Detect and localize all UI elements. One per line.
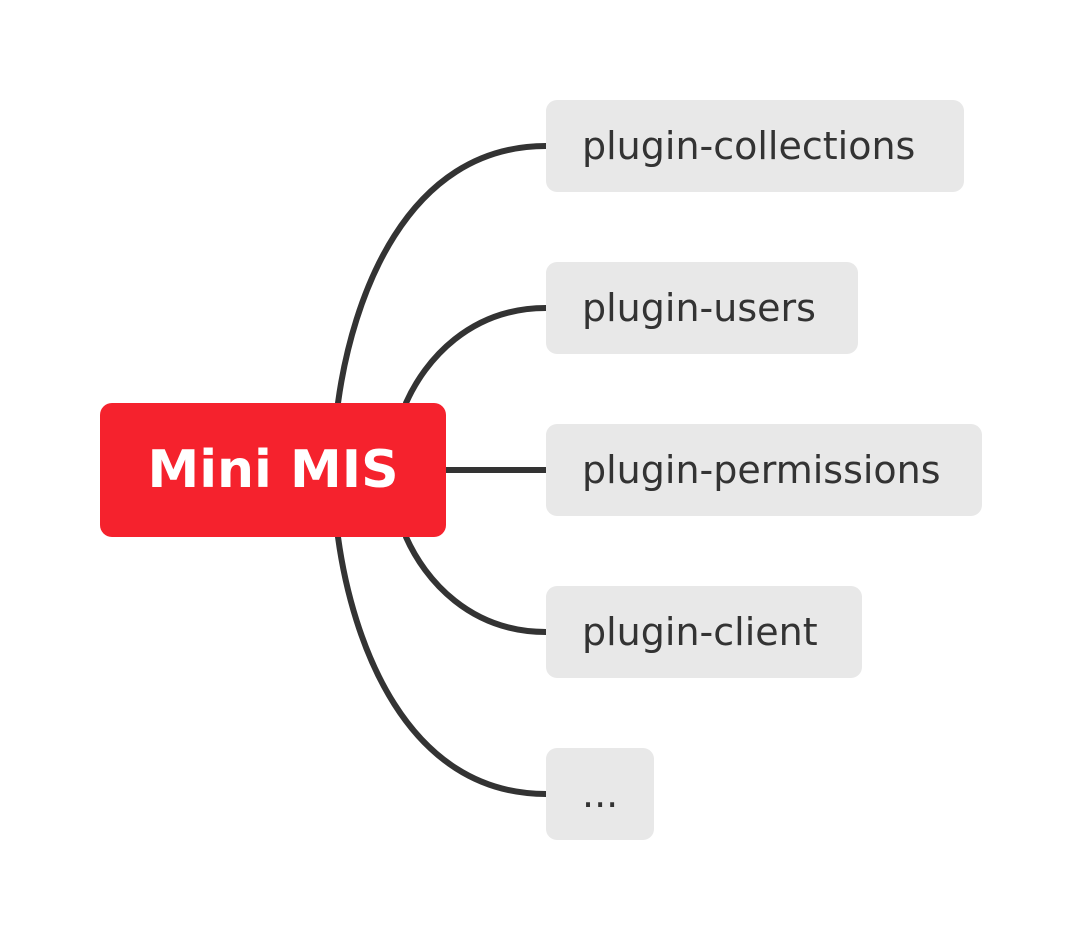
branch-node-label: plugin-collections [582, 124, 916, 168]
root-node-label: Mini MIS [147, 440, 399, 500]
connector-client [403, 534, 549, 635]
branch-node-plugin-permissions[interactable]: plugin-permissions [546, 424, 982, 516]
branch-node-more[interactable]: ... [546, 748, 654, 840]
connector-more [335, 534, 549, 797]
connector-collections [335, 143, 549, 406]
branch-node-plugin-collections[interactable]: plugin-collections [546, 100, 964, 192]
root-node-mini-mis[interactable]: Mini MIS [100, 403, 446, 537]
branch-node-label: plugin-users [582, 286, 816, 330]
branch-node-label: plugin-permissions [582, 448, 941, 492]
connector-users [403, 305, 549, 406]
branch-node-plugin-client[interactable]: plugin-client [546, 586, 862, 678]
branch-node-plugin-users[interactable]: plugin-users [546, 262, 858, 354]
branch-node-label: ... [582, 772, 619, 816]
branch-node-label: plugin-client [582, 610, 818, 654]
